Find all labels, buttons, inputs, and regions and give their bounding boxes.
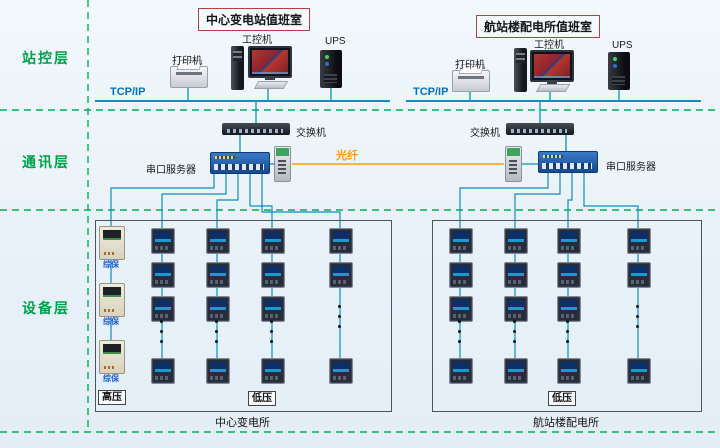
power-meter bbox=[261, 228, 285, 254]
power-meter bbox=[329, 228, 353, 254]
tcpip-label-right: TCP/IP bbox=[413, 86, 449, 98]
power-meter bbox=[504, 296, 528, 322]
hv-protection-relay bbox=[99, 226, 125, 260]
continuation-dots bbox=[636, 305, 639, 328]
left-switchgear-box bbox=[95, 220, 392, 412]
continuation-dots bbox=[215, 320, 218, 343]
hv-relay-label: 综保 bbox=[103, 260, 119, 269]
power-meter bbox=[151, 296, 175, 322]
layer-label-device: 设备层 bbox=[22, 300, 70, 316]
pc-tower-icon-left bbox=[231, 46, 244, 90]
monitor-icon-left bbox=[248, 46, 292, 78]
power-meter bbox=[449, 228, 473, 254]
right-switchgear-box bbox=[432, 220, 702, 412]
power-meter bbox=[504, 262, 528, 288]
ethernet-switch-icon-left bbox=[222, 123, 290, 135]
switch-label-right: 交换机 bbox=[470, 128, 500, 139]
continuation-dots bbox=[160, 320, 163, 343]
fiber-converter-icon-right bbox=[505, 146, 522, 182]
continuation-dots bbox=[338, 305, 341, 328]
power-meter bbox=[504, 358, 528, 384]
hv-protection-relay bbox=[99, 340, 125, 374]
power-meter bbox=[206, 296, 230, 322]
power-meter bbox=[206, 358, 230, 384]
hv-relay-label: 综保 bbox=[103, 317, 119, 326]
power-meter bbox=[627, 358, 651, 384]
power-meter bbox=[557, 228, 581, 254]
power-meter bbox=[206, 262, 230, 288]
power-meter bbox=[151, 358, 175, 384]
printer-icon-right bbox=[452, 70, 490, 92]
pc-tower-icon-right bbox=[514, 48, 527, 92]
caption-left-substation: 中心变电所 bbox=[215, 417, 270, 429]
keyboard-icon-left bbox=[253, 81, 289, 89]
power-meter bbox=[151, 262, 175, 288]
serial-server-label-right: 串口服务器 bbox=[606, 162, 656, 173]
monitor-stand-left bbox=[265, 76, 275, 80]
fiber-label: 光纤 bbox=[336, 150, 358, 162]
power-meter bbox=[151, 228, 175, 254]
power-meter bbox=[627, 228, 651, 254]
printer-icon-left bbox=[170, 66, 208, 88]
power-meter bbox=[329, 358, 353, 384]
power-meter bbox=[449, 358, 473, 384]
scada-screen-left bbox=[252, 50, 288, 74]
power-meter bbox=[449, 296, 473, 322]
lv-zone-chip-left: 低压 bbox=[248, 391, 276, 406]
keyboard-icon-right bbox=[535, 84, 571, 92]
power-meter bbox=[261, 262, 285, 288]
hv-relay-label: 综保 bbox=[103, 374, 119, 383]
caption-right-substation: 航站楼配电所 bbox=[533, 417, 599, 429]
layer-label-station: 站控层 bbox=[22, 50, 70, 66]
switch-label-left: 交换机 bbox=[296, 128, 326, 139]
power-meter bbox=[504, 228, 528, 254]
ipc-label-left: 工控机 bbox=[242, 35, 272, 46]
monitor-stand-right bbox=[547, 80, 557, 84]
ethernet-switch-icon-right bbox=[506, 123, 574, 135]
power-meter bbox=[206, 228, 230, 254]
power-meter bbox=[261, 296, 285, 322]
tcpip-label-left: TCP/IP bbox=[110, 86, 146, 98]
room-title-left: 中心变电站值班室 bbox=[198, 8, 311, 31]
continuation-dots bbox=[513, 320, 516, 343]
ups-label-left: UPS bbox=[325, 36, 346, 47]
hv-zone-chip: 高压 bbox=[98, 390, 126, 405]
power-meter bbox=[329, 262, 353, 288]
serial-server-icon-left bbox=[210, 152, 270, 174]
power-meter bbox=[261, 358, 285, 384]
continuation-dots bbox=[566, 320, 569, 343]
printer-label-left: 打印机 bbox=[172, 56, 202, 67]
power-meter bbox=[627, 262, 651, 288]
power-meter bbox=[557, 262, 581, 288]
printer-label-right: 打印机 bbox=[455, 60, 485, 71]
room-title-right: 航站楼配电所值班室 bbox=[476, 15, 601, 38]
ups-icon-right bbox=[608, 52, 630, 90]
ipc-label-right: 工控机 bbox=[534, 40, 564, 51]
power-meter bbox=[449, 262, 473, 288]
scada-screen-right bbox=[534, 54, 570, 78]
continuation-dots bbox=[458, 320, 461, 343]
layer-label-comm: 通讯层 bbox=[22, 154, 70, 170]
ups-icon-left bbox=[320, 50, 342, 88]
serial-server-icon-right bbox=[538, 151, 598, 173]
serial-server-label-left: 串口服务器 bbox=[146, 165, 196, 176]
power-meter bbox=[557, 358, 581, 384]
lv-zone-chip-right: 低压 bbox=[548, 391, 576, 406]
power-meter bbox=[557, 296, 581, 322]
monitor-icon-right bbox=[530, 50, 574, 82]
hv-protection-relay bbox=[99, 283, 125, 317]
continuation-dots bbox=[270, 320, 273, 343]
ups-label-right: UPS bbox=[612, 40, 633, 51]
fiber-converter-icon-left bbox=[274, 146, 291, 182]
